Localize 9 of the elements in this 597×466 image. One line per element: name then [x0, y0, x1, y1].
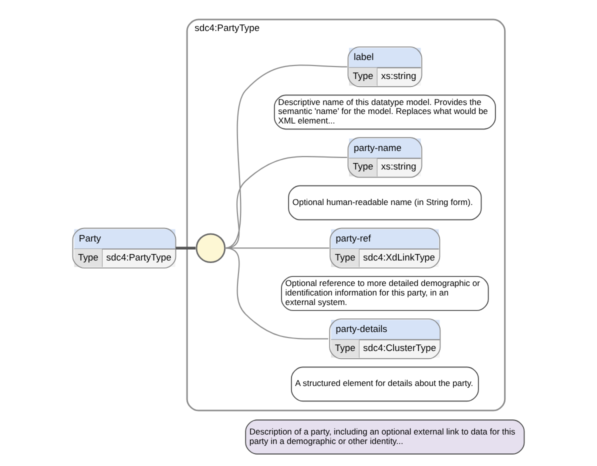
node-box: Optional human-readable name (in String form).	[288, 185, 482, 220]
node-box: A structured element for details about the party.	[290, 366, 479, 402]
node-circle	[196, 233, 226, 264]
connector	[224, 64, 348, 249]
node-box: Description of a party, including an optional external link to data for this party in a demographic or other identity...	[245, 420, 525, 454]
connector	[176, 246, 196, 250]
node-box: Descriptive name of this datatype model. Provides the semantic 'name' for the model. Replaces what would be XML element...	[274, 94, 496, 130]
node-box: Optional reference to more detailed demographic or identification information for this party, in an external system.	[281, 276, 489, 311]
connector	[224, 248, 328, 340]
